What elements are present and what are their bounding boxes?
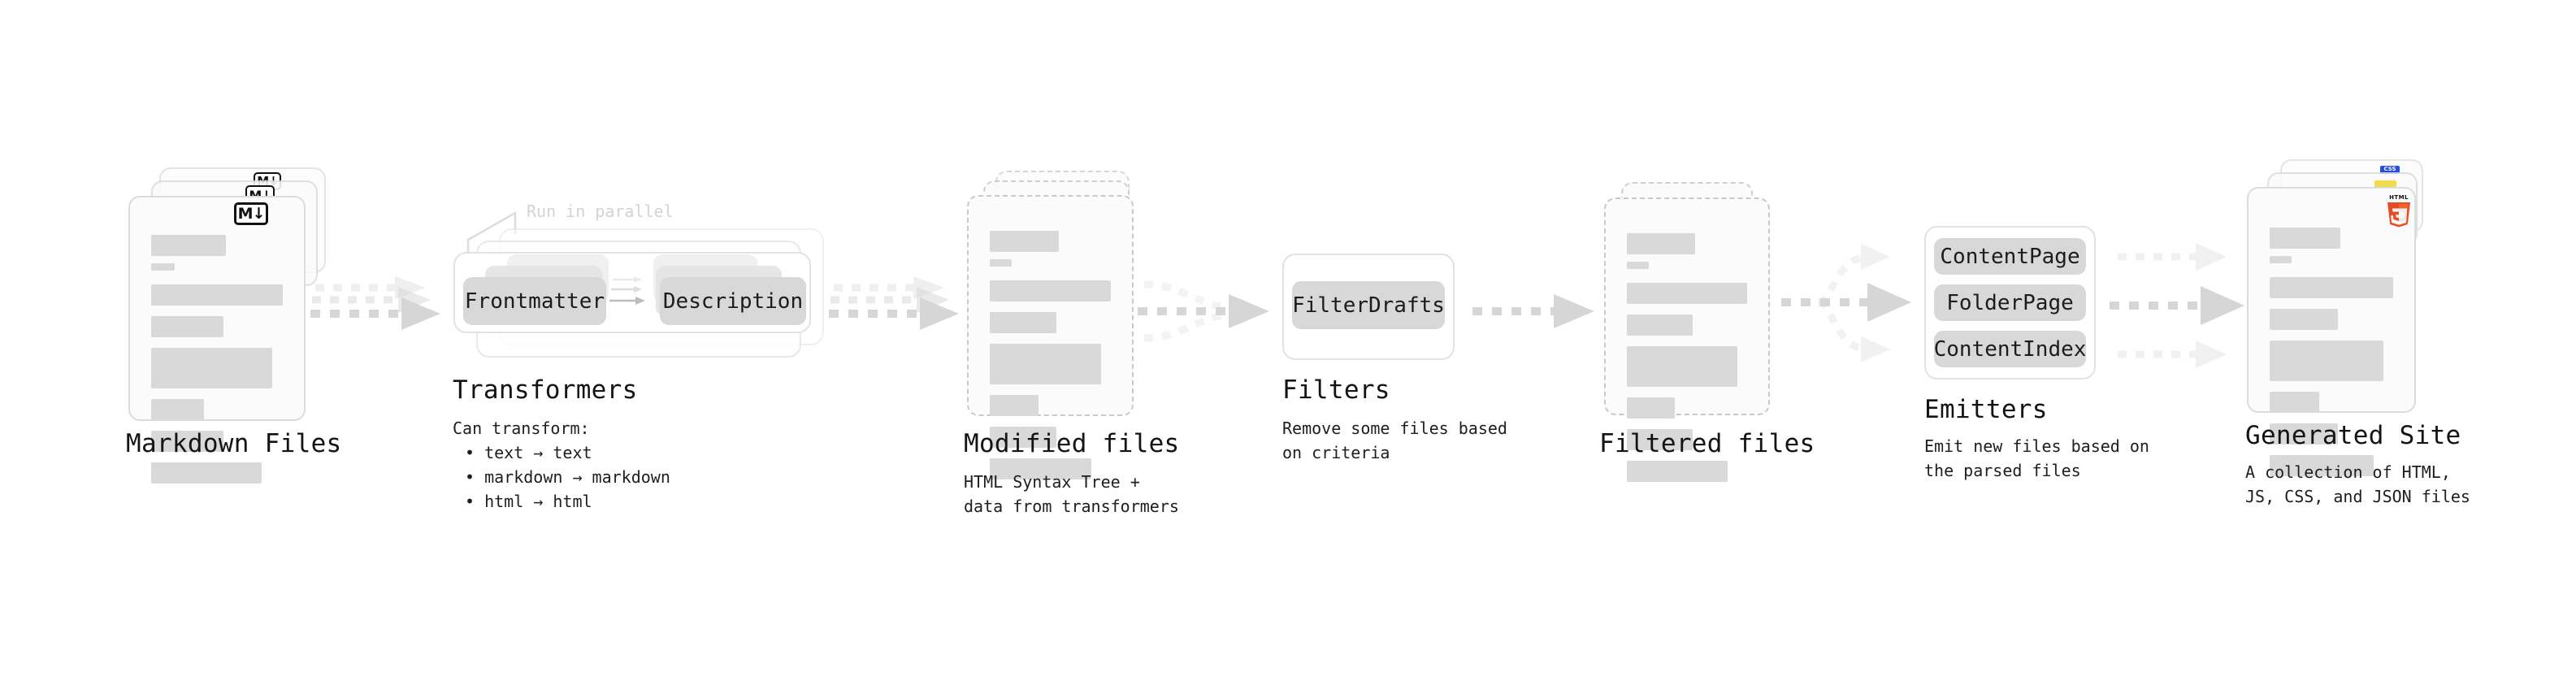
transformers-description: Can transform: — [453, 419, 590, 438]
connector-filtered-to-emitters — [1781, 244, 1911, 362]
html5-icon: HTML — [2387, 194, 2410, 228]
connector-transformers-to-modified — [829, 276, 959, 330]
connector-emitters-to-site — [2110, 243, 2244, 368]
stage-heading-filters: Filters — [1282, 375, 1390, 405]
bullet-item: • html → html — [465, 492, 592, 511]
content-line — [990, 280, 1111, 301]
transformers-bullets: • text → text • markdown → markdown • ht… — [465, 440, 670, 514]
transformer-inner-arrows — [609, 276, 645, 305]
chip-contentpage[interactable]: ContentPage — [1934, 238, 2086, 275]
content-line — [151, 263, 176, 271]
file-sheet-front — [2247, 187, 2416, 476]
content-line — [1627, 429, 1693, 450]
bullet-item: • markdown → markdown — [465, 467, 670, 487]
connector-md-to-transformers — [310, 276, 440, 330]
content-line — [151, 399, 204, 420]
chip-frontmatter[interactable]: Frontmatter — [463, 277, 606, 325]
stage-heading-emitters: Emitters — [1924, 395, 2048, 424]
content-line — [1627, 283, 1747, 304]
file-content-lines — [1627, 233, 1747, 492]
file-sheet-front — [967, 195, 1134, 479]
chip-description[interactable]: Description — [660, 277, 806, 325]
chip-folderpage[interactable]: FolderPage — [1934, 284, 2086, 321]
content-line — [151, 235, 227, 256]
content-line — [151, 462, 262, 484]
file-content-lines — [151, 235, 283, 494]
content-line — [2270, 340, 2383, 381]
file-content-lines — [990, 231, 1111, 490]
content-line — [990, 259, 1012, 267]
content-line — [151, 284, 283, 306]
content-line — [2270, 392, 2319, 413]
file-sheet-front — [128, 196, 306, 484]
stage-heading-markdown: Markdown Files — [126, 429, 342, 458]
chip-contentindex[interactable]: ContentIndex — [1934, 331, 2086, 367]
content-line — [151, 316, 224, 337]
stage-heading-filtered: Filtered files — [1599, 429, 1815, 458]
content-line — [990, 395, 1039, 416]
content-line — [990, 427, 1056, 448]
content-line — [990, 312, 1056, 333]
bullet-item: • text → text — [465, 443, 592, 462]
content-line — [990, 231, 1059, 252]
content-line — [1627, 233, 1696, 254]
stage-heading-generated-site: Generated Site — [2245, 421, 2461, 450]
markdown-badge: M↓ — [234, 202, 268, 225]
content-line — [2270, 423, 2338, 445]
content-line — [990, 344, 1102, 384]
svg-text:HTML: HTML — [2389, 194, 2409, 201]
content-line — [1627, 262, 1649, 269]
content-line — [1627, 397, 1676, 419]
content-line — [151, 431, 224, 452]
content-line — [2270, 228, 2340, 249]
connector-modified-to-filters — [1138, 280, 1269, 342]
modified-files-description: HTML Syntax Tree + data from transformer… — [964, 472, 1179, 516]
file-sheet-front — [1604, 197, 1770, 482]
content-line — [1627, 461, 1728, 482]
chip-filterdrafts[interactable]: FilterDrafts — [1292, 281, 1445, 329]
content-line — [2270, 277, 2393, 298]
content-line — [2270, 455, 2374, 476]
css-badge: CSS — [2380, 166, 2400, 174]
content-line — [151, 348, 273, 388]
content-line — [990, 458, 1092, 479]
generated-site-description: A collection of HTML, JS, CSS, and JSON … — [2245, 462, 2470, 506]
run-in-parallel-label: Run in parallel — [527, 202, 674, 221]
content-line — [1627, 346, 1738, 387]
stage-heading-modified: Modified files — [964, 429, 1180, 458]
connector-filters-to-filtered — [1472, 294, 1594, 328]
content-line — [2270, 256, 2292, 263]
filters-description: Remove some files based on criteria — [1282, 419, 1507, 462]
content-line — [1627, 314, 1693, 336]
content-line — [2270, 309, 2338, 330]
stage-heading-transformers: Transformers — [453, 375, 638, 405]
file-content-lines — [2270, 228, 2393, 487]
emitters-description: Emit new files based on the parsed files — [1924, 436, 2149, 480]
